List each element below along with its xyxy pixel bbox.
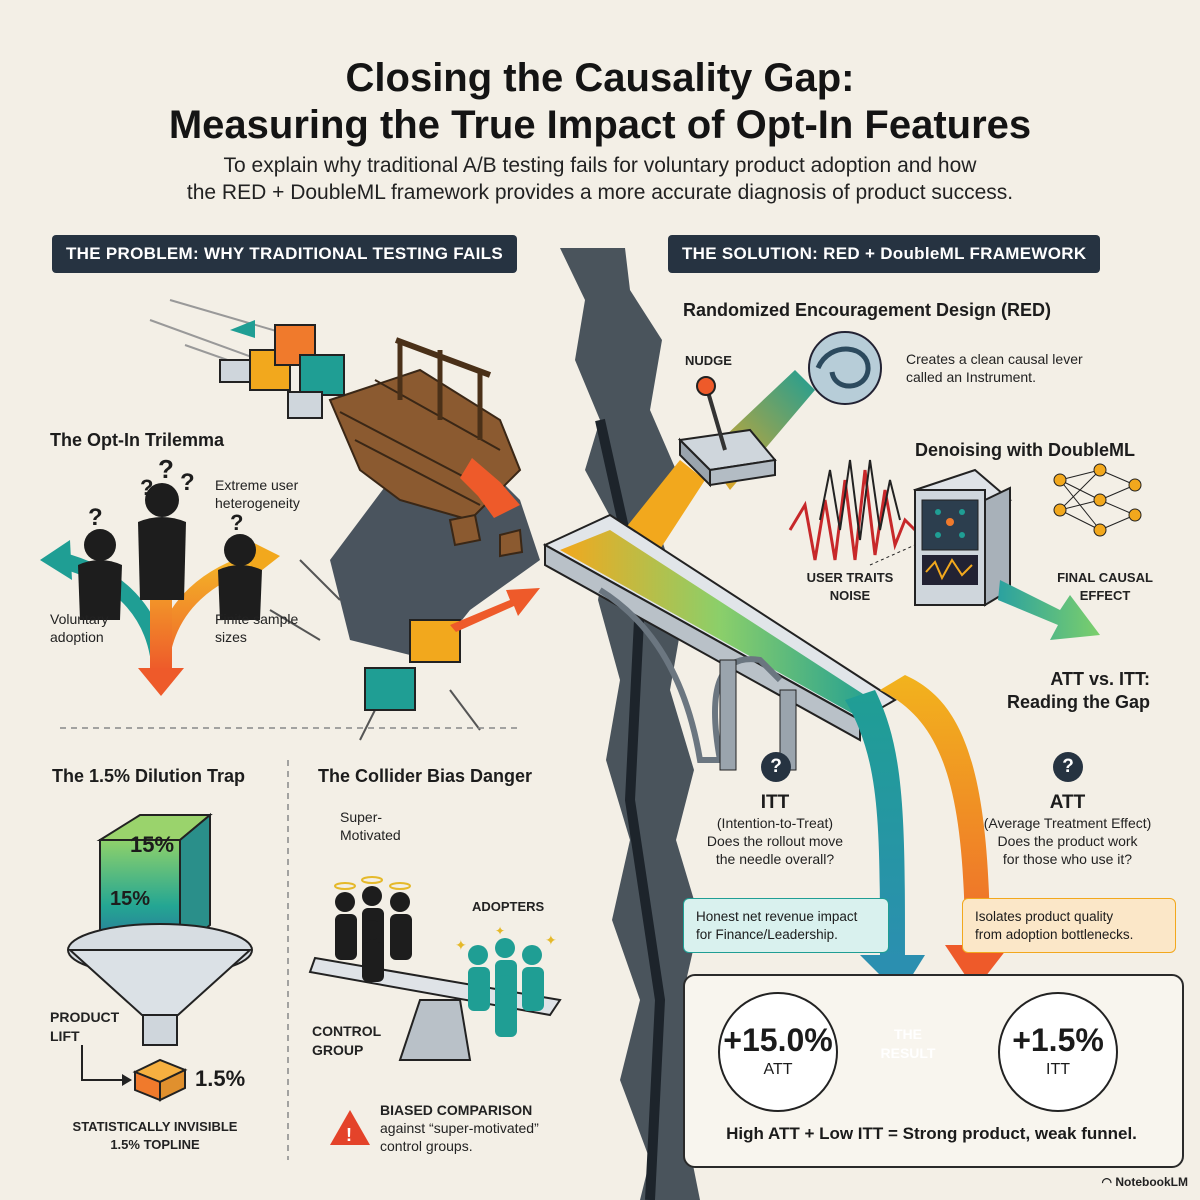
red-title: Randomized Encouragement Design (RED) <box>683 300 1052 320</box>
final-effect-label: FINAL CAUSAL EFFECT <box>1055 569 1155 604</box>
dilution-title: The 1.5% Dilution Trap <box>52 766 246 786</box>
dilution-caption-line-2: 1.5% TOPLINE <box>110 1136 200 1152</box>
itt-note-line-1: Honest net revenue impact <box>696 909 858 924</box>
itt-result-circle: +1.5% ITT <box>998 992 1118 1112</box>
itt-note-line-2: for Finance/Leadership. <box>696 926 838 942</box>
nudge-lever <box>677 376 777 488</box>
subtitle-line-2: the RED + DoubleML framework provides a … <box>186 181 1014 205</box>
svg-text:?: ? <box>140 475 153 500</box>
warning-text-2: control groups. <box>380 1138 473 1154</box>
collider-title: The Collider Bias Danger <box>318 766 533 786</box>
itt-question-badge: ? <box>761 752 791 782</box>
trilemma-label-finite: Finite sample sizes <box>215 611 299 646</box>
result-arrow-line-2: RESULT <box>880 1044 936 1061</box>
modern-bridge <box>542 513 897 771</box>
super-motivated-label: Super-Motivated <box>340 809 401 844</box>
cube-side-value: 15% <box>110 888 151 910</box>
itt-block: ITT (Intention-to-Treat) Does the rollou… <box>690 792 860 869</box>
noise-label-line-1: USER TRAITS <box>806 570 894 585</box>
cube-top-value: 15% <box>130 832 175 857</box>
result-summary: High ATT + Low ITT = Strong product, wea… <box>726 1124 1137 1143</box>
att-question-badge: ? <box>1053 752 1083 782</box>
att-block: ATT (Average Treatment Effect) Does the … <box>975 792 1160 869</box>
warning-text-1: against “super-motivated” <box>380 1120 539 1136</box>
itt-question-2: the needle overall? <box>715 851 835 868</box>
brand-logo: ◠ NotebookLM <box>1102 1175 1188 1189</box>
doubleml-machine <box>788 459 1142 640</box>
problem-header: THE PROBLEM: WHY TRADITIONAL TESTING FAI… <box>52 235 517 273</box>
noise-label: USER TRAITS NOISE <box>795 569 905 604</box>
att-itt-title-line-1: ATT vs. ITT: <box>1050 669 1150 689</box>
svg-text:✦: ✦ <box>545 932 557 948</box>
itt-result-label: ITT <box>1046 1061 1070 1078</box>
small-lift-value: 1.5% <box>195 1066 246 1091</box>
control-group-label: CONTROL GROUP <box>312 1023 381 1058</box>
svg-text:?: ? <box>180 469 195 496</box>
att-question-2: for those who use it? <box>1002 851 1133 868</box>
final-effect-line-1: FINAL CAUSAL <box>1057 570 1153 585</box>
confused-people <box>78 483 262 620</box>
title-line-1: Closing the Causality Gap: <box>345 56 855 100</box>
dilution-caption-line-1: STATISTICALLY INVISIBLE <box>72 1119 238 1134</box>
att-result-circle: +15.0% ATT <box>718 992 838 1112</box>
noise-label-line-2: NOISE <box>829 587 871 603</box>
adopters-label: ADOPTERS <box>472 899 545 914</box>
att-itt-title: ATT vs. ITT: Reading the Gap <box>990 668 1150 715</box>
svg-text:?: ? <box>158 454 174 484</box>
falling-cubes <box>149 299 345 419</box>
brand-icon: ◠ <box>1101 1175 1116 1189</box>
title-line-2: Measuring the True Impact of Opt-In Feat… <box>168 103 1032 148</box>
red-desc-line-2: called an Instrument. <box>906 369 1036 386</box>
final-effect-line-2: EFFECT <box>1079 587 1131 603</box>
itt-result-value: +1.5% <box>1012 1022 1104 1058</box>
nudge-label: NUDGE <box>685 353 732 368</box>
doubleml-title: Denoising with DoubleML <box>915 440 1135 460</box>
att-name: ATT <box>1049 792 1086 813</box>
dilution-funnel <box>67 812 253 1102</box>
product-lift-label: PRODUCT LIFT <box>50 1009 120 1044</box>
trilemma-label-voluntary: Voluntary adoption <box>50 611 109 646</box>
warning-icon: ! <box>330 1110 370 1145</box>
att-note-line-1: Isolates product quality <box>975 909 1114 924</box>
att-result-label: ATT <box>763 1061 793 1078</box>
warning-title: BIASED COMPARISON <box>380 1102 533 1118</box>
att-itt-title-line-2: Reading the Gap <box>1006 692 1150 713</box>
itt-name: ITT <box>760 792 790 813</box>
svg-text:✦: ✦ <box>495 924 505 938</box>
att-note-line-2: from adoption bottlenecks. <box>975 926 1134 942</box>
att-question-1: Does the product work <box>997 833 1138 850</box>
att-result-value: +15.0% <box>723 1022 833 1058</box>
red-desc-line-1: Creates a clean causal lever <box>906 351 1083 367</box>
dilution-caption: STATISTICALLY INVISIBLE 1.5% TOPLINE <box>40 1118 270 1153</box>
page-title: Closing the Causality Gap: Measuring the… <box>0 55 1200 149</box>
trilemma-label-heterogeneity: Extreme user heterogeneity <box>215 477 300 512</box>
svg-text:?: ? <box>88 504 103 531</box>
att-full: (Average Treatment Effect) <box>983 815 1152 831</box>
rising-cubes <box>364 588 540 711</box>
att-note: Isolates product quality from adoption b… <box>962 898 1176 954</box>
svg-text:!: ! <box>346 1125 352 1145</box>
solution-header: THE SOLUTION: RED + DoubleML FRAMEWORK <box>668 235 1101 273</box>
brand-text: NotebookLM <box>1115 1175 1188 1189</box>
question-marks: ? ? ? ? ? <box>88 454 243 535</box>
page-subtitle: To explain why traditional A/B testing f… <box>0 152 1200 207</box>
itt-full: (Intention-to-Treat) <box>716 815 834 831</box>
result-arrow-label: THE RESULT <box>868 1025 948 1063</box>
svg-text:✦: ✦ <box>455 937 467 953</box>
red-desc: Creates a clean causal lever called an I… <box>906 350 1083 386</box>
result-arrow-line-1: THE <box>894 1026 922 1042</box>
itt-note: Honest net revenue impact for Finance/Le… <box>683 898 889 954</box>
collider-seesaw: ✦ ✦ ✦ <box>308 876 562 1061</box>
trilemma-title: The Opt-In Trilemma <box>50 430 225 450</box>
subtitle-line-1: To explain why traditional A/B testing f… <box>223 154 977 177</box>
broken-wooden-bridge <box>328 337 524 558</box>
svg-text:?: ? <box>230 510 243 535</box>
itt-question-1: Does the rollout move <box>706 833 844 850</box>
